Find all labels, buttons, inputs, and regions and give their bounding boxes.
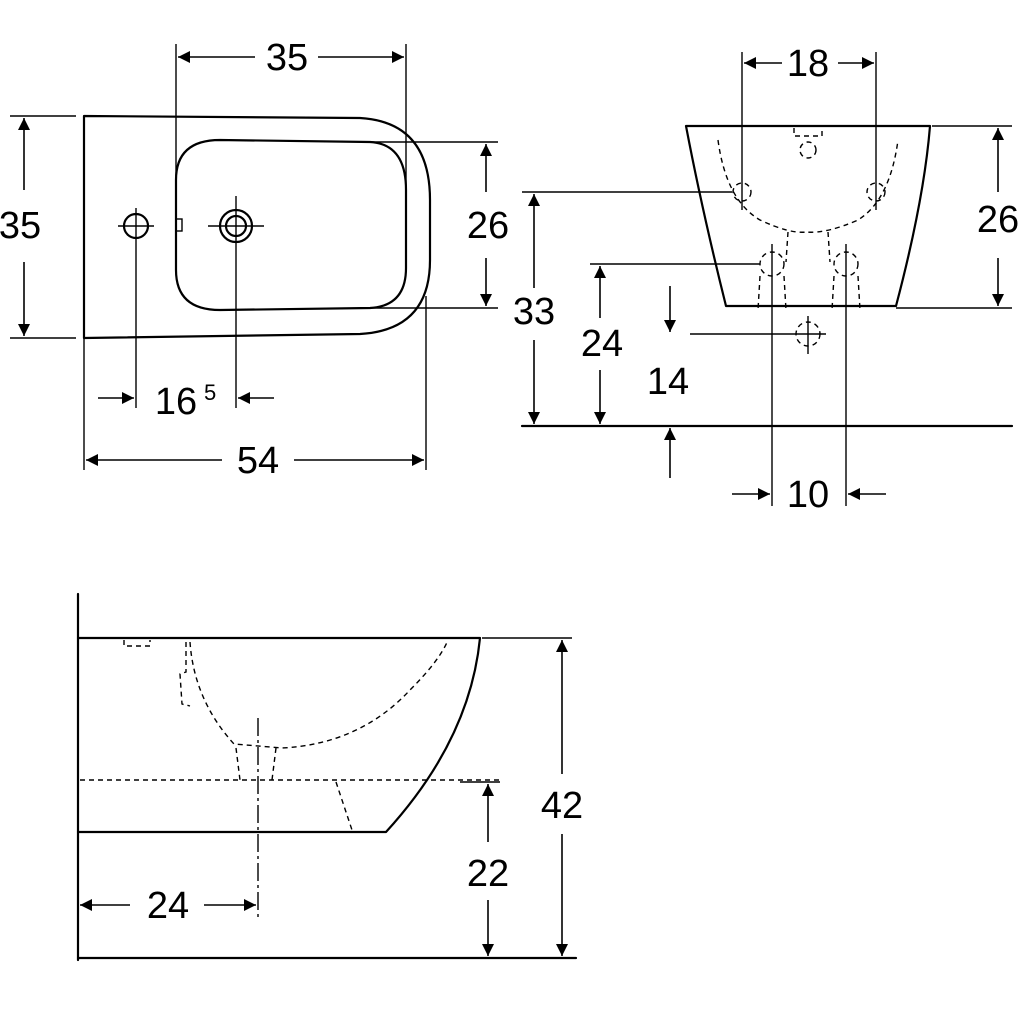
dim-length: 54 [237, 440, 279, 482]
dim-depth: 35 [0, 205, 41, 247]
dim-total-height: 42 [541, 785, 583, 827]
dim-bowl-width: 35 [266, 37, 308, 79]
dim-inlet-height: 33 [513, 291, 555, 333]
front-view-outline [684, 124, 932, 308]
dim-waste-distance: 24 [147, 885, 189, 927]
dim-tap-offset: 16 [155, 381, 197, 423]
top-view-bowl [174, 138, 408, 312]
dim-body-height: 26 [977, 199, 1019, 241]
dim-bowl-depth: 26 [467, 205, 509, 247]
dim-tap-offset-sup: 5 [204, 380, 216, 405]
side-view-outline [76, 636, 482, 834]
dim-outlet-height: 24 [581, 323, 623, 365]
front-view: 18 26 33 24 14 10 [513, 43, 1019, 516]
dim-outlet-spacing: 10 [787, 474, 829, 516]
top-view-outline [82, 114, 432, 340]
dim-fixing-spacing: 18 [787, 43, 829, 85]
dim-waste-height: 14 [647, 361, 689, 403]
top-view: 35 35 26 16 5 54 [0, 37, 509, 482]
dim-floor-clearance: 22 [467, 853, 509, 895]
overflow-slot [175, 218, 183, 232]
side-view: 42 22 24 [76, 592, 583, 962]
